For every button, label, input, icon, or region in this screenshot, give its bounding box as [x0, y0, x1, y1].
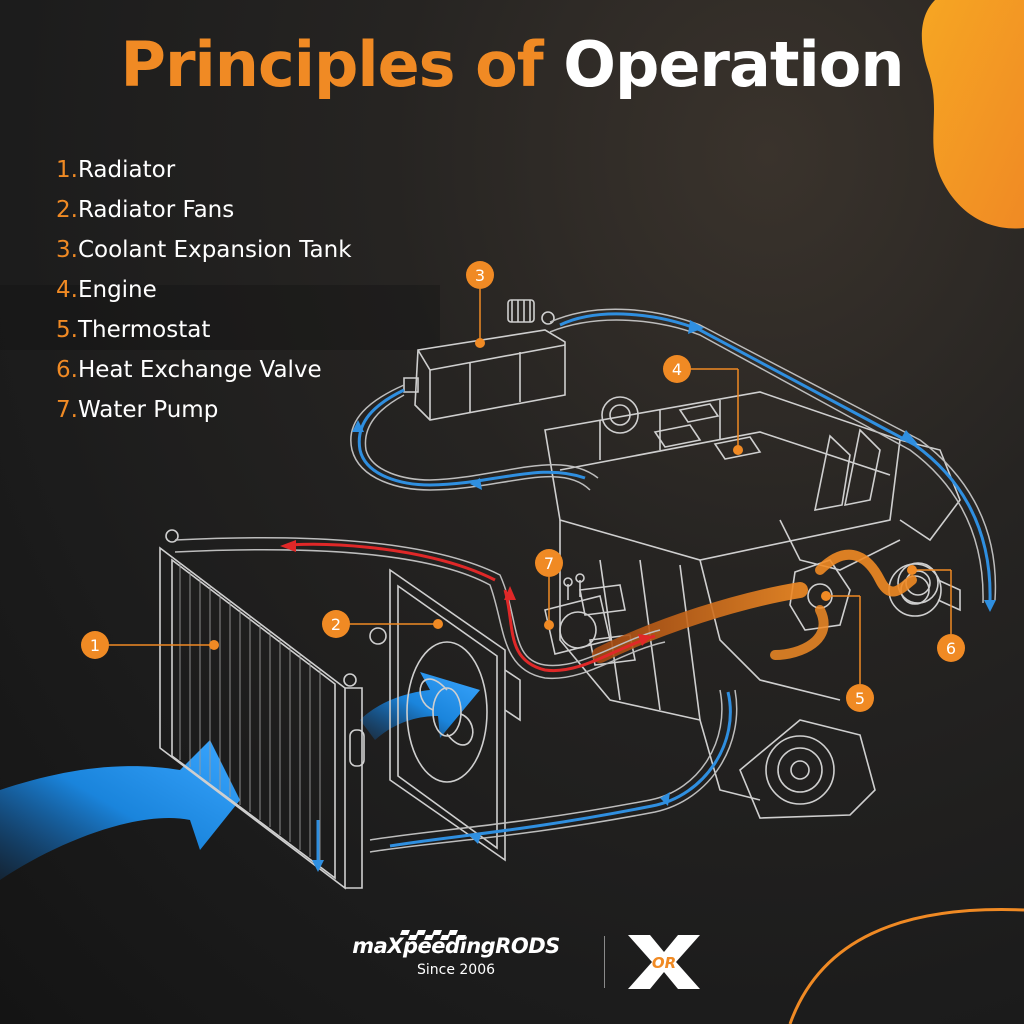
- brand-since: Since 2006: [416, 962, 496, 978]
- or-logo-letters: OR: [652, 954, 676, 972]
- title-part-2: Operation: [563, 28, 904, 101]
- legend-label: Radiator Fans: [77, 197, 235, 223]
- component-legend: 1.Radiator 2.Radiator Fans 3.Coolant Exp…: [56, 150, 352, 430]
- or-logo-icon: OR: [628, 935, 700, 989]
- callout-6-number: 6: [946, 639, 956, 658]
- legend-label: Coolant Expansion Tank: [77, 237, 352, 263]
- legend-label: Engine: [77, 277, 157, 303]
- cold-flow-arrowheads: [312, 320, 996, 872]
- heat-exchange-valve-drawing: [897, 562, 961, 612]
- hot-flow-arrowheads: [280, 540, 652, 646]
- title-part-1: Principles of: [120, 28, 544, 101]
- legend-item-radiator: 1.Radiator: [56, 150, 352, 190]
- callout-7: 7: [535, 549, 563, 630]
- legend-item-radiator-fans: 2.Radiator Fans: [56, 190, 352, 230]
- legend-item-water-pump: 7.Water Pump: [56, 390, 352, 430]
- legend-label: Water Pump: [77, 397, 219, 423]
- expansion-tank-drawing: [403, 299, 566, 421]
- legend-item-heat-exchange-valve: 6.Heat Exchange Valve: [56, 350, 352, 390]
- airflow-arrow-fan: [360, 672, 480, 740]
- legend-label: Heat Exchange Valve: [77, 357, 322, 383]
- radiator-drawing: [159, 529, 365, 890]
- callout-1-number: 1: [90, 636, 100, 655]
- callout-7-number: 7: [544, 554, 554, 573]
- legend-number: 3.: [56, 237, 78, 263]
- fan-shroud-drawing: [369, 568, 521, 862]
- legend-item-thermostat: 5.Thermostat: [56, 310, 352, 350]
- legend-item-engine: 4.Engine: [56, 270, 352, 310]
- cold-flow-arrows: [316, 312, 992, 866]
- callout-2-number: 2: [331, 615, 341, 634]
- legend-number: 6.: [56, 357, 78, 383]
- airflow-arrow-large: [0, 740, 240, 880]
- legend-number: 1.: [56, 157, 78, 183]
- legend-number: 2.: [56, 197, 78, 223]
- brand-block: maXpeedingRODS Since 2006: [326, 934, 586, 978]
- callout-3-number: 3: [475, 266, 485, 285]
- callout-5: 5: [821, 591, 874, 712]
- callout-2: 2: [322, 610, 443, 638]
- legend-number: 5.: [56, 317, 78, 343]
- callout-5-number: 5: [855, 689, 865, 708]
- orange-arc-decor: [788, 908, 1024, 1024]
- callout-3: 3: [466, 261, 494, 348]
- legend-label: Radiator: [77, 157, 176, 183]
- brand-divider: [604, 936, 605, 988]
- brand-name: maXpeedingRODS: [352, 934, 560, 958]
- coolant-hoses: [174, 308, 997, 853]
- hot-hose-lower: [770, 605, 829, 660]
- page-title: Principles of Operation: [0, 28, 1024, 101]
- callout-4: 4: [663, 355, 743, 455]
- legend-label: Thermostat: [77, 317, 211, 343]
- water-pump-drawing: [544, 573, 611, 655]
- callout-1: 1: [81, 631, 219, 659]
- legend-item-expansion-tank: 3.Coolant Expansion Tank: [56, 230, 352, 270]
- orange-corner-blob: [921, 0, 1024, 229]
- dark-band-decor: [0, 285, 440, 350]
- callout-6: 6: [907, 565, 965, 662]
- crank-pulley-drawing: [739, 719, 876, 819]
- hot-hose-valve: [815, 549, 917, 597]
- legend-number: 7.: [56, 397, 78, 423]
- checkered-flag-icon: [400, 930, 466, 940]
- legend-number: 4.: [56, 277, 78, 303]
- callout-4-number: 4: [672, 360, 682, 379]
